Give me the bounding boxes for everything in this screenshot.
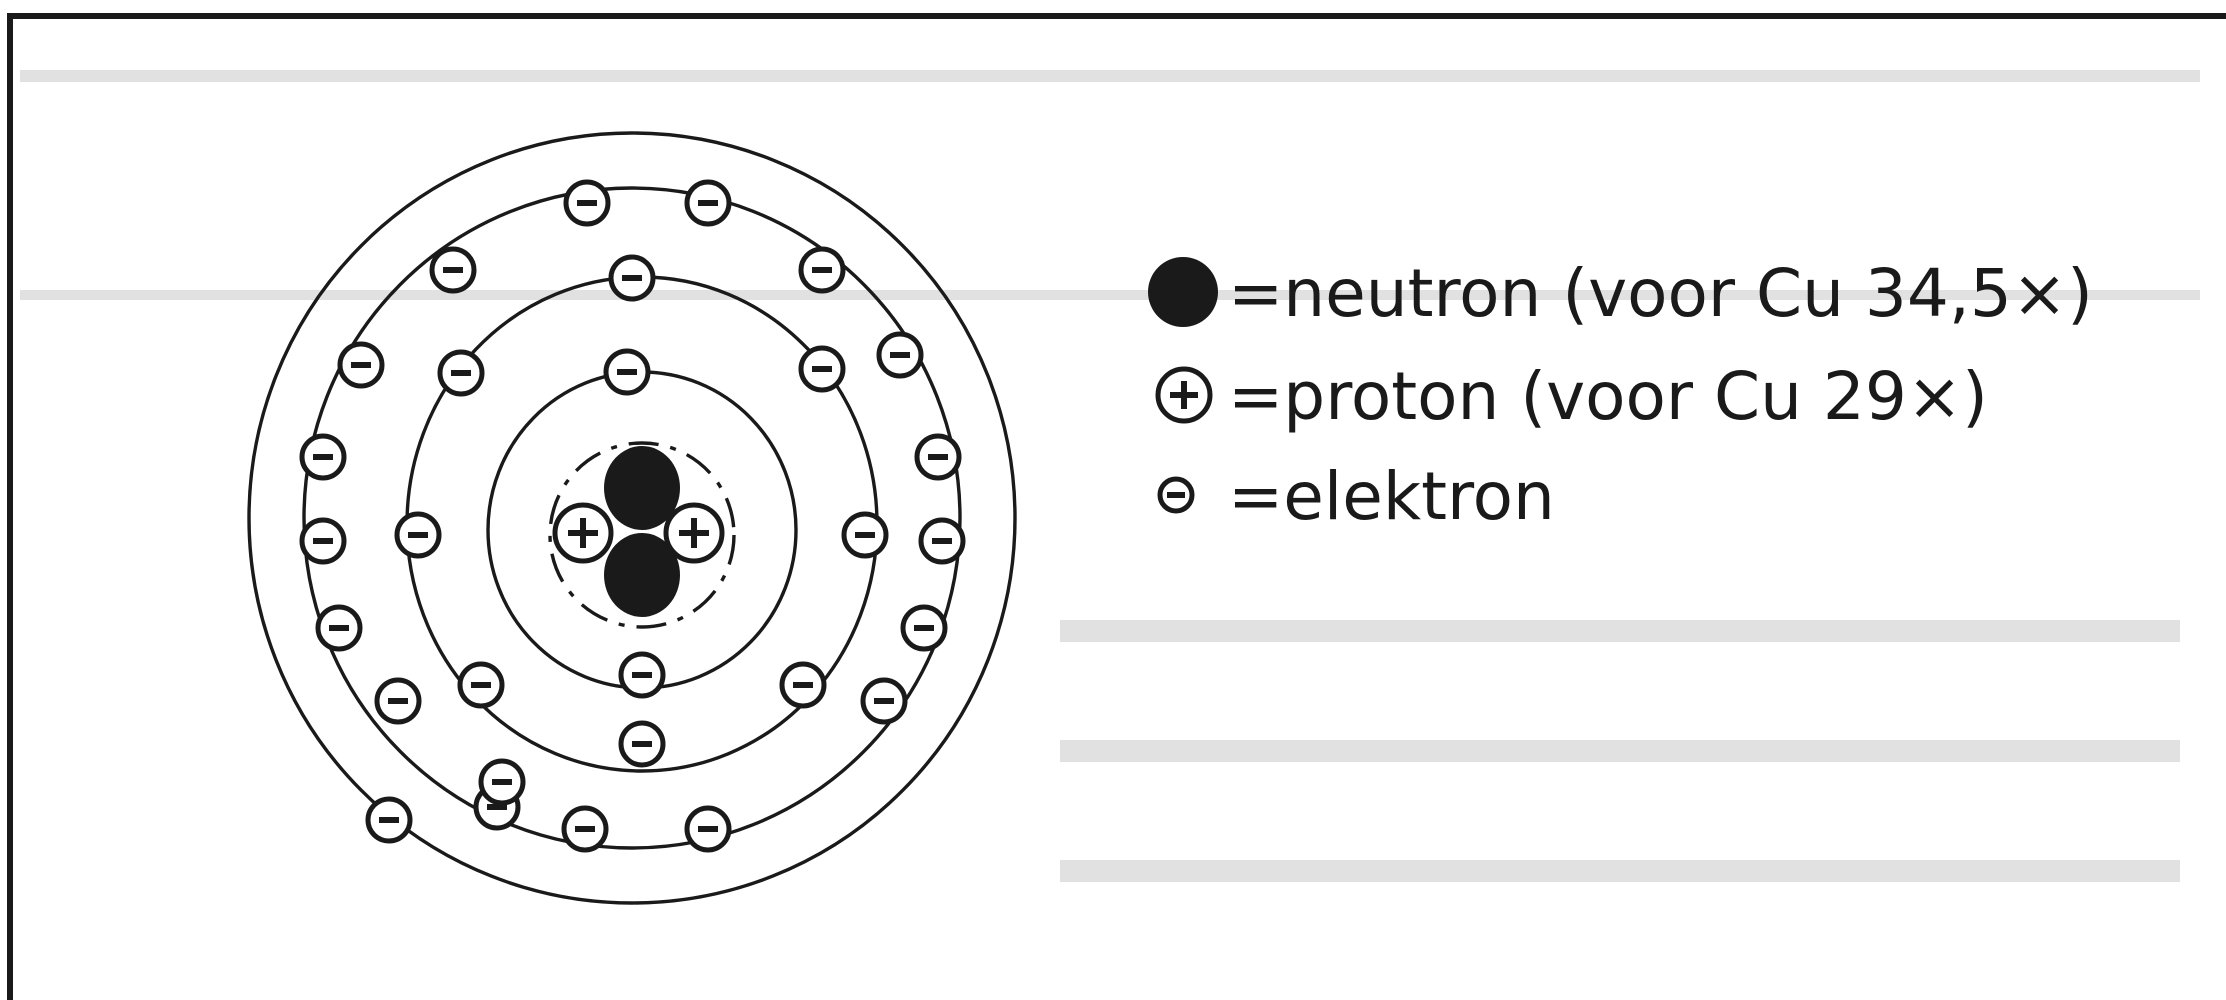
electron [478,758,526,806]
proton-right [663,502,725,564]
electron [457,661,505,709]
nucleus [552,446,725,617]
electron [365,796,413,844]
legend-electron-row: =elektron [1157,458,1555,535]
electron [299,433,347,481]
electron [603,348,651,396]
proton-left [552,502,614,564]
electron [394,511,442,559]
electron [798,246,846,294]
electron [337,341,385,389]
shell-3-orbit [302,186,962,850]
electron [608,254,656,302]
electron [437,349,485,397]
electron [841,511,889,559]
legend-proton-label: =proton (voor Cu 29×) [1228,358,1988,435]
electron [918,517,966,565]
legend: =neutron (voor Cu 34,5×) =proton (voor C… [1148,255,2093,535]
neutron-icon [1148,257,1218,327]
legend-electron-label: =elektron [1228,458,1555,535]
proton-icon [1155,366,1213,424]
electron [798,345,846,393]
legend-neutron-label: =neutron (voor Cu 34,5×) [1228,255,2093,332]
outer-boundary [247,131,1017,905]
electron-icon [1157,476,1195,514]
electron [684,179,732,227]
background-bleed [20,70,2200,882]
electron [429,246,477,294]
electron [374,677,422,725]
legend-neutron-row: =neutron (voor Cu 34,5×) [1148,255,2093,332]
neutron-top [604,446,680,530]
legend-proton-row: =proton (voor Cu 29×) [1155,358,1988,435]
electrons [299,179,966,853]
neutron-bottom [604,533,680,617]
electron [900,604,948,652]
electron [914,433,962,481]
diagram-frame [7,13,2226,1000]
electron [563,179,611,227]
nucleus-boundary [548,441,736,629]
electron [684,805,732,853]
electron [618,720,666,768]
electron [561,805,609,853]
electron [299,517,347,565]
electron [315,604,363,652]
electron [876,331,924,379]
electron [618,651,666,699]
electron [779,661,827,709]
electron [860,677,908,725]
